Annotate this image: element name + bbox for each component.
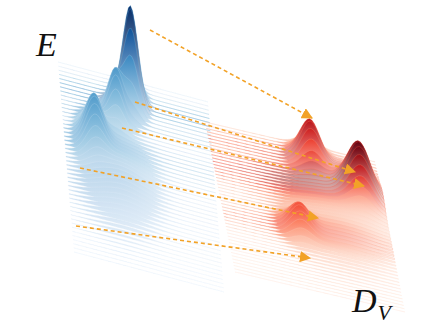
surface-slice <box>73 235 223 275</box>
surface-slice <box>74 248 224 288</box>
mapping-arrow <box>76 226 310 258</box>
distribution-label: D <box>352 284 377 318</box>
surface-slice <box>73 244 223 284</box>
mapping-arrow <box>150 30 312 118</box>
surface-slice <box>230 246 400 286</box>
mapping-arrows <box>76 30 364 258</box>
mapping-arrow <box>122 128 364 186</box>
surface-slice <box>72 231 222 271</box>
mapping-arrow <box>135 102 355 172</box>
surface-slice <box>233 262 403 302</box>
blue-density-surface <box>58 6 224 292</box>
surface-slice <box>72 227 222 267</box>
subscript-label: V <box>378 302 391 324</box>
surface-slice <box>74 252 224 292</box>
mapping-arrow <box>80 168 318 218</box>
surface-slice <box>232 259 402 299</box>
surface-slice <box>73 240 223 280</box>
surface-slice <box>234 265 404 305</box>
red-density-surface <box>205 119 405 312</box>
distribution-label: E <box>36 28 57 62</box>
